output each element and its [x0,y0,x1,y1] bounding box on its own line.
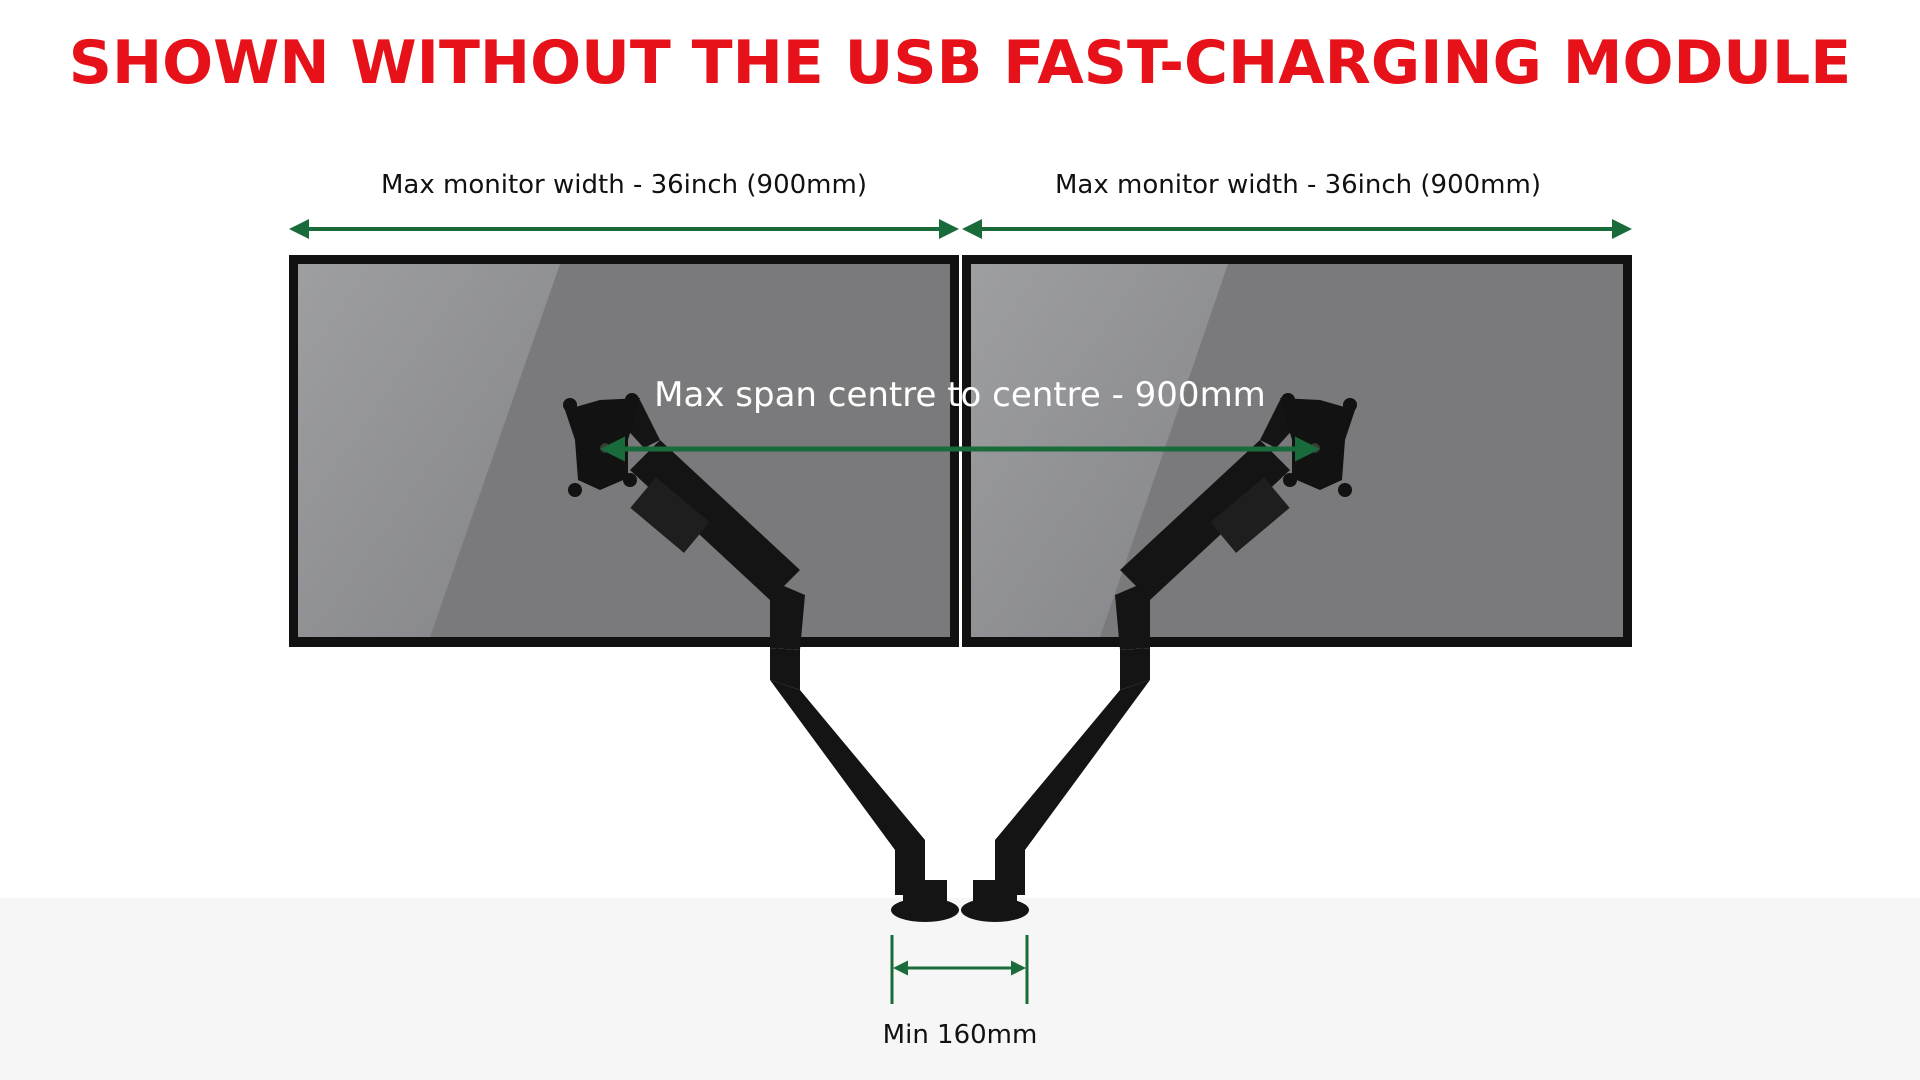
right-monitor-width-label: Max monitor width - 36inch (900mm) [1055,170,1541,200]
clamp-spacing-dimension [890,935,1029,1004]
right-arm [961,400,1320,922]
headline: SHOWN WITHOUT THE USB FAST-CHARGING MODU… [68,28,1852,98]
span-label: Max span centre to centre - 900mm [654,375,1266,415]
clamp-spacing-label: Min 160mm [882,1020,1038,1050]
left-monitor-width-label: Max monitor width - 36inch (900mm) [381,170,867,200]
desk-surface [0,898,1920,1080]
